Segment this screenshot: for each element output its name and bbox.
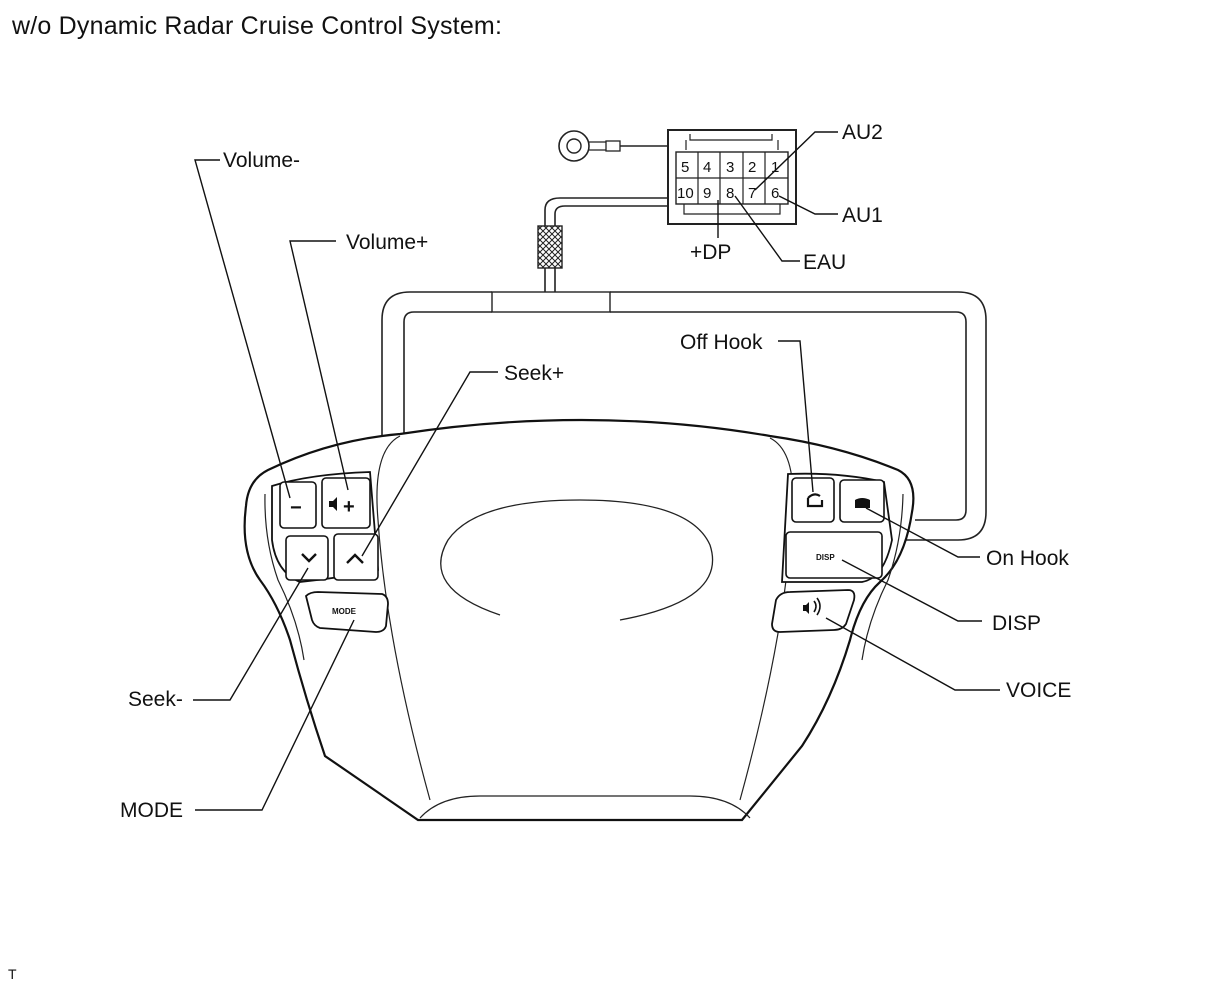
steering-pad [243, 418, 915, 822]
label-dp: +DP [690, 241, 731, 264]
wire-harness [381, 197, 987, 541]
pin-5: 5 [681, 159, 689, 176]
mode-button[interactable] [305, 591, 389, 633]
right-switch-cluster [781, 472, 893, 583]
pin-6: 6 [771, 185, 779, 202]
pin-2: 2 [748, 159, 756, 176]
pin-1: 1 [771, 159, 779, 176]
disp-button-label[interactable]: DISP [816, 553, 835, 562]
page-title: w/o Dynamic Radar Cruise Control System: [12, 12, 503, 40]
pin-9: 9 [703, 185, 711, 202]
label-volume-plus: Volume+ [346, 231, 428, 254]
footer-mark: T [8, 966, 17, 982]
label-mode: MODE [120, 799, 183, 822]
voice-icon [803, 597, 821, 616]
volume-plus-button[interactable]: + [343, 496, 355, 518]
chevron-up-icon[interactable] [346, 553, 364, 564]
chevron-down-icon[interactable] [301, 553, 317, 563]
mode-button-label: MODE [332, 607, 357, 616]
ground-terminal-icon [558, 130, 668, 162]
label-voice: VOICE [1006, 679, 1071, 702]
connector: 5 4 3 2 1 10 9 8 7 6 [667, 129, 797, 225]
label-on-hook: On Hook [986, 547, 1069, 570]
leader-lines [193, 159, 1000, 811]
phone-off-hook-icon[interactable] [806, 493, 824, 508]
label-off-hook: Off Hook [680, 331, 763, 354]
label-seek-minus: Seek- [128, 688, 183, 711]
volume-minus-button[interactable]: − [290, 497, 302, 519]
label-au1: AU1 [842, 204, 883, 227]
label-disp: DISP [992, 612, 1041, 635]
label-eau: EAU [803, 251, 846, 274]
phone-on-hook-icon[interactable] [855, 498, 870, 508]
pin-3: 3 [726, 159, 734, 176]
label-au2: AU2 [842, 121, 883, 144]
pin-4: 4 [703, 159, 711, 176]
label-volume-minus: Volume- [223, 149, 300, 172]
pin-7: 7 [748, 185, 756, 202]
pin-8: 8 [726, 185, 734, 202]
pin-10: 10 [677, 185, 694, 202]
label-seek-plus: Seek+ [504, 362, 564, 385]
ferrite-sleeve [537, 225, 563, 269]
speaker-icon [329, 497, 337, 511]
connector-leaders [717, 131, 838, 262]
voice-button[interactable] [771, 589, 856, 633]
